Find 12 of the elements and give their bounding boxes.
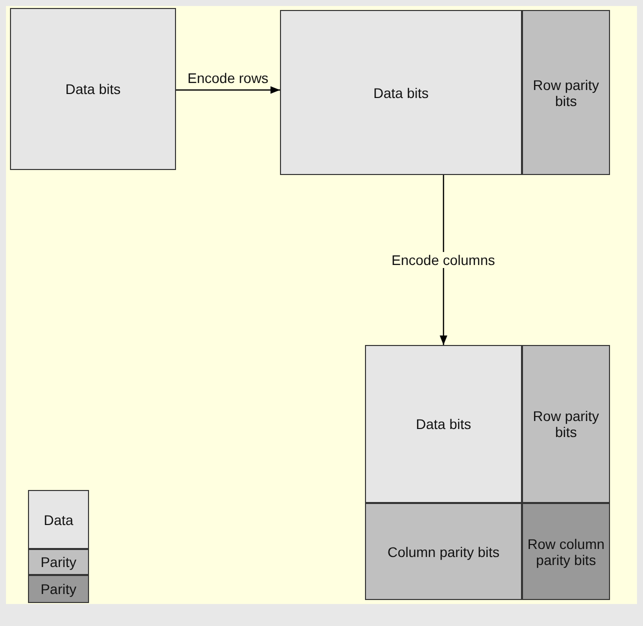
parity-block: Row column parity bits	[522, 503, 610, 600]
arrow	[440, 175, 448, 345]
data-block: Data bits	[280, 10, 522, 175]
arrow	[176, 86, 280, 94]
data-block: Data bits	[10, 8, 176, 170]
parity-block: Row parity bits	[522, 10, 610, 175]
legend-label: Parity	[40, 581, 76, 597]
legend-label: Parity	[40, 554, 76, 570]
data-block: Data bits	[365, 345, 522, 503]
legend-label: Data	[44, 512, 74, 528]
parity-block: Column parity bits	[365, 503, 522, 600]
parity-block: Row parity bits	[522, 345, 610, 503]
